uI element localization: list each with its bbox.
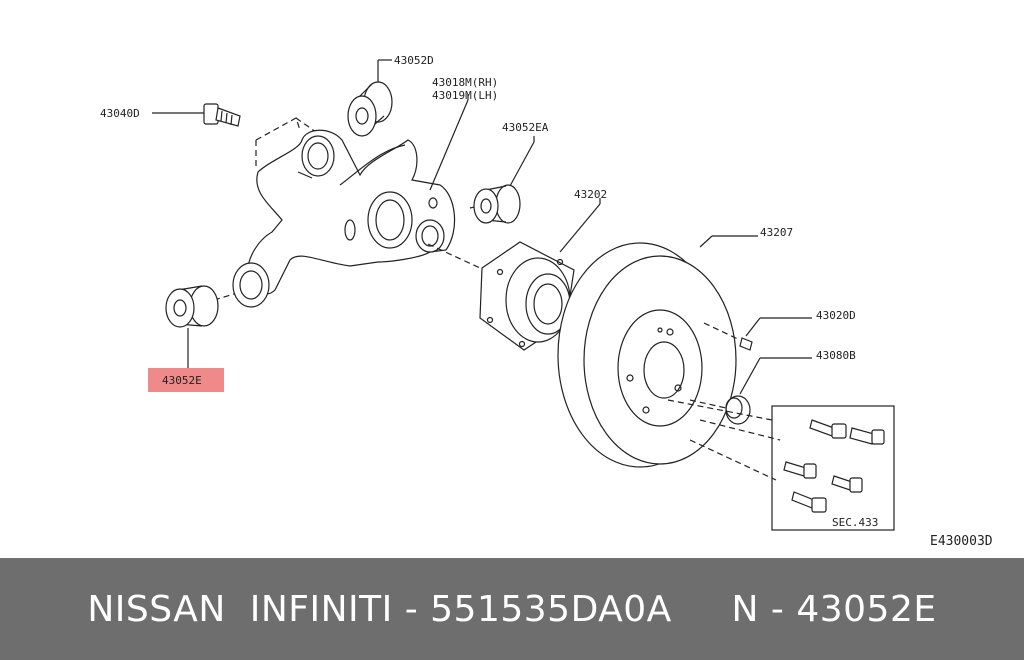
label-43080b: 43080B <box>816 349 856 362</box>
diagram-code: E430003D <box>930 534 993 549</box>
label-43040d: 43040D <box>100 107 140 120</box>
label-43052d: 43052D <box>394 54 434 67</box>
bushing-43052d <box>347 59 393 137</box>
knuckle-43018m <box>232 94 469 308</box>
highlight-43052e <box>148 368 224 392</box>
bushing-43052ea <box>473 136 535 224</box>
disc-43207 <box>557 235 758 468</box>
cap-43080b <box>689 357 812 425</box>
label-43052e: 43052E <box>162 374 202 387</box>
label-43202: 43202 <box>574 188 607 201</box>
parts-diagram: 43052D 43018M(RH) 43019M(LH) 43040D 4305… <box>100 54 993 549</box>
bolt-43040d <box>152 103 241 127</box>
bushing-43052e <box>165 285 219 370</box>
sec433-box <box>667 399 895 531</box>
label-sec433: SEC.433 <box>832 516 878 529</box>
label-43207: 43207 <box>760 226 793 239</box>
label-43019m: 43019M(LH) <box>432 89 498 102</box>
label-43018m: 43018M(RH) <box>432 76 498 89</box>
footer-banner: NISSAN INFINITI - 551535DA0A N - 43052E <box>0 558 1024 660</box>
label-43020d: 43020D <box>816 309 856 322</box>
screw-43020d <box>703 317 812 351</box>
footer-part-number: NISSAN INFINITI - 551535DA0A N - 43052E <box>87 588 937 630</box>
label-43052ea: 43052EA <box>502 121 549 134</box>
